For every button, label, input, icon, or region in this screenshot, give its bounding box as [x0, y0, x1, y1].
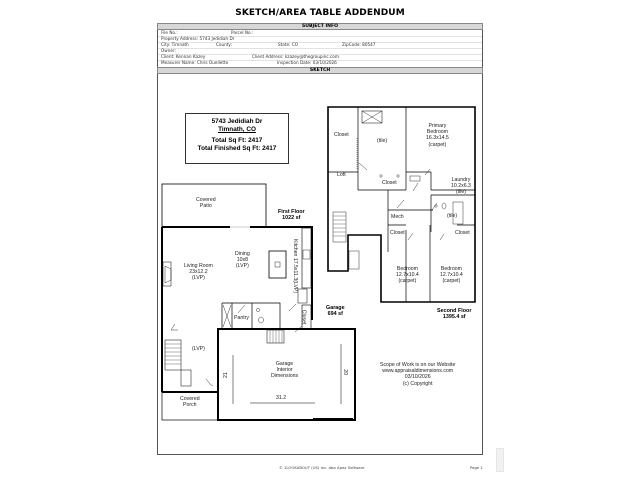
room-label: 12.7x10.4: [396, 272, 419, 279]
garage-area: 694 sf: [327, 311, 343, 318]
room-mech: Mech: [391, 214, 404, 220]
garage-width-dimension: 31.2: [276, 395, 287, 401]
floor-name: Second Floor: [437, 308, 472, 314]
room-label: 10x8: [236, 257, 248, 264]
client-address: Client Address: kzazey@thegroupinc.com: [252, 54, 339, 59]
room-dining: Dining 10x8 (LVP): [235, 251, 250, 270]
room-closet-mid: Closet: [382, 180, 397, 186]
summary-city: Timnath, CO: [218, 126, 256, 133]
room-covered-patio: Covered Patio: [196, 197, 216, 209]
county: County:: [216, 42, 233, 47]
room-label: Primary: [428, 123, 447, 129]
divider: [158, 54, 482, 55]
room-label: Bedroom: [426, 129, 448, 136]
client: Client: Kennan Kazey: [161, 54, 206, 59]
owner: Owner:: [161, 48, 177, 53]
room-primary-bath: (tile): [377, 138, 388, 144]
garage-right-dimension: 20: [341, 369, 348, 375]
room-label: Porch: [183, 402, 197, 409]
room-bedroom-1: Bedroom 12.7x10.4 (carpet): [396, 266, 419, 285]
floor-area: 1395.4 sf: [442, 314, 466, 321]
divider: [158, 42, 482, 43]
garage-interior-label: Garage: [275, 361, 294, 367]
room-label: Dining: [235, 251, 250, 257]
property-address: Property Address: 5743 Jedidiah Dr: [161, 36, 235, 41]
state: State: CO: [278, 42, 299, 47]
room-closet-bed2: Closet: [455, 230, 470, 236]
summary-total-sqft: Total Sq Ft: 2417: [211, 137, 263, 144]
file-no: File No.:: [161, 30, 178, 35]
room-label: Bedroom: [440, 266, 462, 272]
room-label: Bedroom: [396, 266, 418, 272]
summary-box: 5743 Jedidiah Dr Timnath, CO Total Sq Ft…: [185, 113, 289, 164]
subject-info-header: SUBJECT INFO: [157, 23, 483, 30]
inspection-date: Inspection Date: 03/10/2026: [277, 60, 337, 65]
room-loft: Loft: [337, 172, 346, 178]
garage-interior-label: Interior: [276, 367, 293, 374]
garage-interior-label: Dimensions: [271, 373, 299, 380]
garage-name: Garage: [326, 305, 345, 311]
room-label: (LVP): [235, 263, 249, 270]
room-bath2: (tile): [447, 213, 458, 219]
summary-address: 5743 Jedidiah Dr: [211, 118, 263, 125]
first-floor-label: First Floor 1022 sf: [278, 209, 305, 221]
garage-left-dimension: 21: [222, 372, 229, 378]
room-label: 23x12.2: [189, 269, 208, 276]
divider: [158, 48, 482, 49]
floor-name: First Floor: [278, 209, 305, 215]
floor-area: 1022 sf: [282, 215, 301, 222]
room-entry-lvp: (LVP): [192, 346, 205, 352]
room-label: (carpet): [428, 141, 447, 148]
footer-page-number: Page 1: [470, 465, 483, 470]
room-label: (LVP): [191, 275, 205, 282]
room-label: Patio: [199, 203, 212, 210]
room-closet-first: Closet: [300, 309, 307, 325]
room-bedroom-2: Bedroom 12.7x10.4 (carpet): [440, 266, 463, 285]
divider: [158, 60, 482, 61]
note-line: Scope of Work is on our Website: [380, 362, 456, 368]
summary-finished-sqft: Total Finished Sq Ft: 2417: [197, 145, 277, 152]
zipcode: ZipCode: 80547: [342, 42, 376, 47]
parcel-no: Parcel No.:: [231, 30, 254, 35]
sketch-header: SKETCH: [157, 67, 483, 74]
room-label: 10.2x6.3: [451, 183, 471, 190]
room-kitchen: Kitchen 17.5x11.3(LVP): [292, 239, 299, 294]
room-label: Living Room: [184, 263, 213, 269]
city: City: Timnath: [161, 42, 189, 47]
room-label: (tile): [455, 189, 466, 196]
room-primary-bedroom: Primary Bedroom 16.3x14.5 (carpet): [426, 123, 449, 148]
room-label: Covered: [196, 197, 216, 203]
footer-copyright: © 1LOOKABOUT (US) Inc. dba Apex Software: [279, 465, 365, 470]
room-label: Covered: [180, 396, 200, 402]
room-label: (carpet): [442, 278, 461, 285]
room-pantry: Pantry: [234, 315, 249, 321]
room-covered-porch: Covered Porch: [180, 396, 200, 408]
room-label: (carpet): [398, 278, 417, 285]
divider: [158, 36, 482, 37]
side-tab-marker: [496, 448, 504, 472]
website-link[interactable]: www.appraisaldimensions.com: [382, 368, 454, 375]
room-closet-bed1: Closet: [390, 230, 405, 236]
room-label: 12.7x10.4: [440, 272, 463, 279]
room-living: Living Room 23x12.2 (LVP): [184, 263, 213, 282]
room-label: Laundry: [451, 177, 471, 183]
garage-label: Garage 694 sf: [326, 305, 345, 317]
document-title: SKETCH/AREA TABLE ADDENDUM: [235, 8, 405, 18]
room-closet-upper-left: Closet: [334, 132, 349, 138]
note-date: 03/10/2026: [404, 374, 431, 381]
room-label: 16.3x14.5: [426, 135, 449, 142]
copyright-note: (c) Copyright: [402, 380, 433, 387]
garage-interior: Garage Interior Dimensions: [271, 361, 298, 380]
second-floor-label: Second Floor 1395.4 sf: [437, 308, 471, 320]
scope-notes: Scope of Work is on our Website www.appr…: [380, 362, 455, 387]
room-laundry: Laundry 10.2x6.3 (tile): [451, 177, 471, 196]
measurer-name: Measurer Name: Chris Ouellette: [161, 60, 229, 65]
